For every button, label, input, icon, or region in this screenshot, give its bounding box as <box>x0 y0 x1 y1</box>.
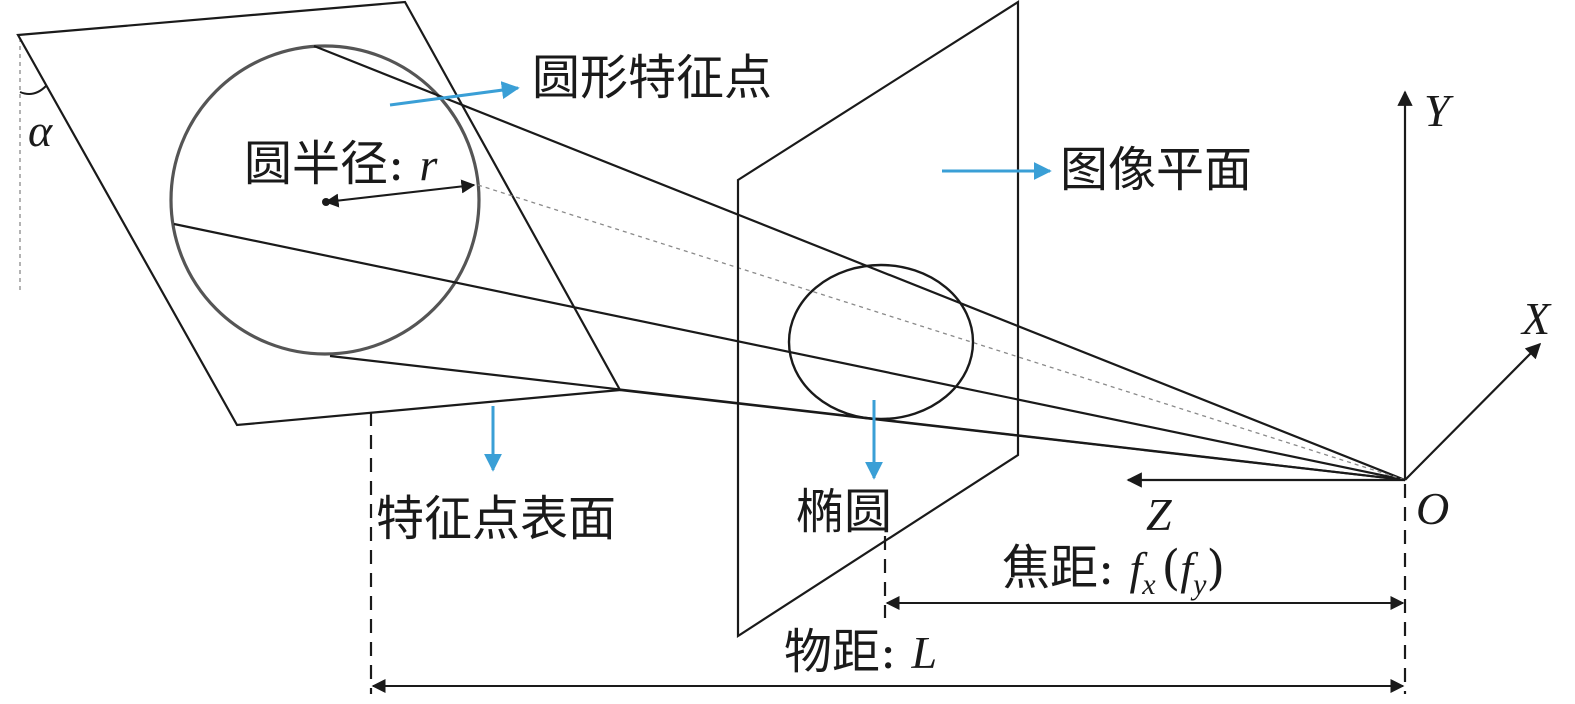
image-plane <box>736 0 1020 639</box>
circular-feature-label: 圆形特征点 <box>532 50 772 106</box>
radius-label: 圆半径: r <box>244 136 438 192</box>
axis-x-label: X <box>1520 293 1552 344</box>
ellipse-label: 椭圆 <box>796 484 892 540</box>
radius-arrow <box>324 179 476 208</box>
focal-distance-label: 焦距: fx(fy) <box>1002 540 1225 601</box>
feature-surface-label: 特征点表面 <box>376 491 616 547</box>
alpha-symbol: α <box>28 105 53 156</box>
alpha-angle-arc <box>19 85 47 95</box>
feature-surface-plane <box>16 0 622 427</box>
circular-feature <box>169 44 481 356</box>
circular-feature-pointer <box>389 81 520 107</box>
origin-label: O <box>1416 483 1449 534</box>
axis-x-arrow <box>1404 342 1542 481</box>
image-plane-label: 图像平面 <box>1060 142 1252 198</box>
axis-y-label: Y <box>1424 85 1454 136</box>
circle-center-dot <box>322 198 330 206</box>
projected-ellipse <box>787 263 975 421</box>
principal-axis-dotted <box>477 184 1406 481</box>
projection-ray-corner <box>619 388 1406 482</box>
object-distance-label: 物距: L <box>784 624 937 680</box>
axis-z-label: Z <box>1146 489 1172 540</box>
projection-ray-top <box>313 44 1406 482</box>
